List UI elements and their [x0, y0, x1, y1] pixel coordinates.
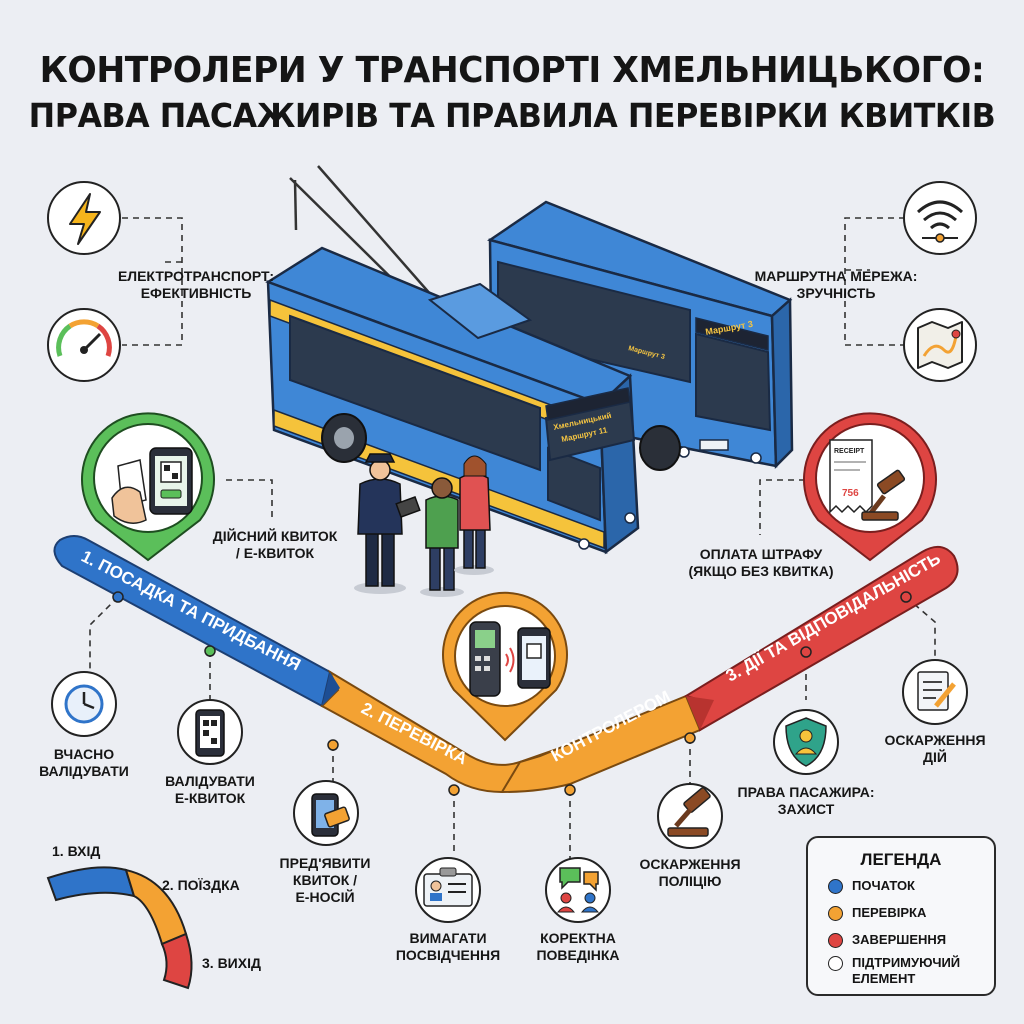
legend-dot-support	[828, 956, 843, 971]
flow-stage2b-band	[500, 694, 702, 794]
passenger-rights-label: ПРАВА ПАСАЖИРА:ЗАХИСТ	[737, 784, 875, 817]
gauge-label-ride: 2. ПОЇЗДКА	[162, 877, 240, 893]
pin-fine: RECEIPT 756	[803, 412, 937, 562]
route-map-icon	[903, 308, 977, 382]
lightning-icon	[47, 181, 121, 255]
main-subtitle: ПРАВА ПАСАЖИРІВ ТА ПРАВИЛА ПЕРЕВІРКИ КВИ…	[28, 96, 996, 135]
receipt-number: 756	[842, 488, 859, 499]
legend-item-start: ПОЧАТОК	[828, 878, 915, 894]
route-network-label: МАРШРУТНА МЕРЕЖА:ЗРУЧНІСТЬ	[754, 268, 918, 301]
passenger-man-figure	[420, 477, 464, 597]
electro-transport-label: ЕЛЕКТРОТРАНСПОРТ:ЕФЕКТИВНІСТЬ	[117, 268, 275, 301]
ticket-inspector-figure	[354, 453, 421, 594]
connector-lines	[89, 217, 936, 860]
document-pen-icon	[902, 659, 968, 725]
wifi-signal-icon	[903, 181, 977, 255]
fine-payment-label: ОПЛАТА ШТРАФУ(ЯКЩО БЕЗ КВИТКА)	[688, 546, 834, 579]
legend-dot-start	[828, 879, 843, 894]
process-flow-ribbon	[53, 535, 959, 794]
legend-item-support: ПІДТРИМУЮЧИЙ ЕЛЕМЕНТ	[828, 955, 992, 987]
legend-box: ЛЕГЕНДА ПОЧАТОК ПЕРЕВІРКА ЗАВЕРШЕННЯ ПІД…	[806, 836, 996, 996]
valid-ticket-label: ДІЙСНИЙ КВИТОК/ Е-КВИТОК	[212, 528, 338, 561]
flow-nodes	[112, 591, 912, 796]
legend-dot-finish	[828, 933, 843, 948]
phone-ticket-icon	[111, 447, 193, 524]
passenger-woman-figure	[454, 455, 494, 575]
chat-people-icon	[545, 857, 611, 923]
pin-valid-ticket	[81, 412, 215, 562]
legend-label-check: ПЕРЕВІРКА	[852, 905, 927, 920]
legend-label-support: ПІДТРИМУЮЧИЙ ЕЛЕМЕНТ	[852, 955, 961, 986]
trolleybus: Хмельницький Маршрут 11	[265, 246, 640, 555]
pin-inspection	[442, 591, 568, 742]
id-badge-icon	[415, 857, 481, 923]
legend-item-check: ПЕРЕВІРКА	[828, 905, 926, 921]
legend-label-start: ПОЧАТОК	[852, 878, 915, 893]
ticket-scanner-icon	[469, 621, 551, 697]
qr-phone-icon	[177, 699, 243, 765]
shield-person-icon	[773, 709, 839, 775]
legend-item-finish: ЗАВЕРШЕННЯ	[828, 932, 946, 948]
gavel-icon	[657, 783, 723, 849]
receipt-gavel-icon: RECEIPT 756	[829, 439, 906, 521]
legend-dot-check	[828, 906, 843, 921]
speedometer-icon	[47, 308, 121, 382]
flow-stage3-band	[683, 545, 959, 732]
phase-gauge	[46, 866, 193, 990]
gauge-label-exit: 3. ВИХІД	[202, 955, 261, 971]
legend-label-finish: ЗАВЕРШЕННЯ	[852, 932, 947, 947]
gauge-label-entry: 1. ВХІД	[52, 843, 101, 859]
flow-stage1-text: 1. ПОСАДКА ТА ПРИДБАННЯ	[78, 547, 303, 675]
main-title: КОНТРОЛЕРИ У ТРАНСПОРТІ ХМЕЛЬНИЦЬКОГО:	[39, 50, 985, 91]
clock-icon	[51, 671, 117, 737]
phone-card-icon	[293, 780, 359, 846]
receipt-title: RECEIPT	[834, 448, 865, 455]
legend-title: ЛЕГЕНДА	[860, 850, 942, 869]
